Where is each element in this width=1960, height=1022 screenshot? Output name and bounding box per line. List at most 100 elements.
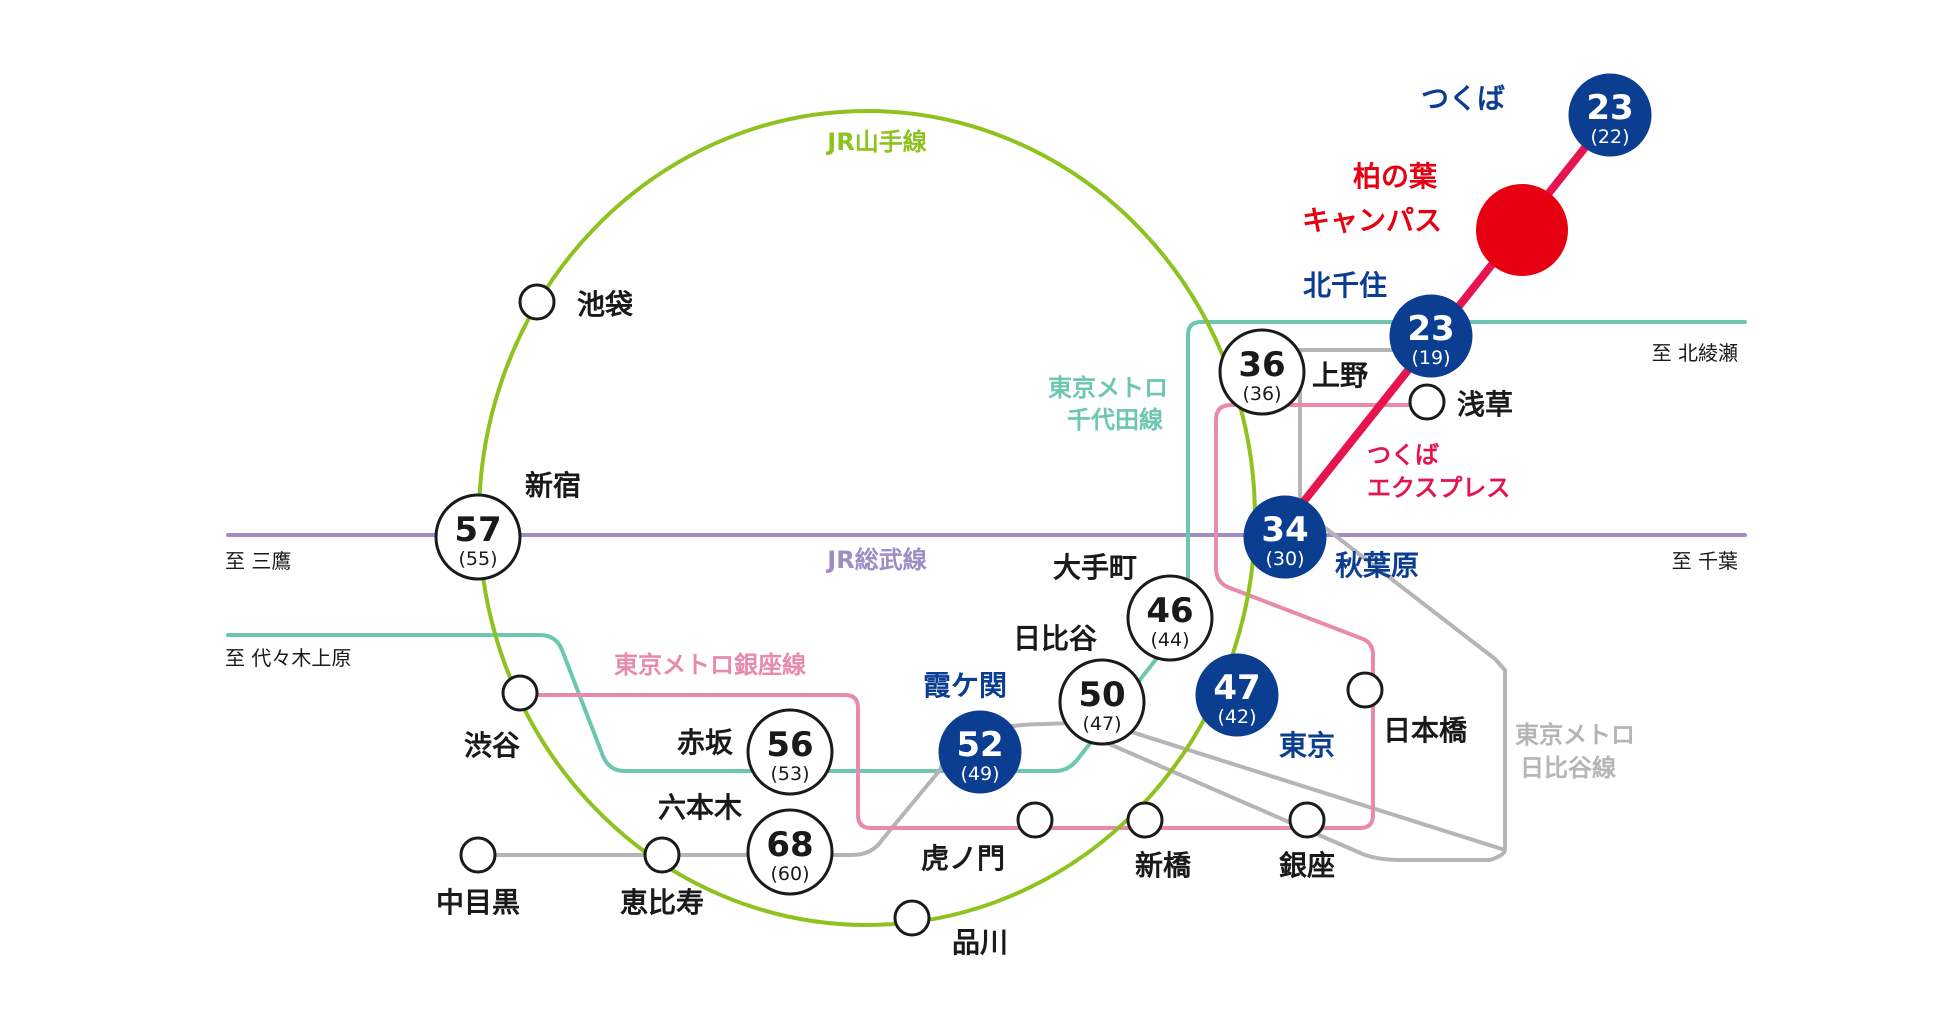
station-minutes-alt: (44) xyxy=(1150,629,1189,651)
station-marker xyxy=(1218,328,1306,416)
station-minutes-alt: (49) xyxy=(960,763,999,785)
tx-line-label-1: つくば xyxy=(1367,441,1439,469)
station-minutes: 68 xyxy=(766,825,813,865)
station-name: 上野 xyxy=(1312,359,1368,392)
station-marker xyxy=(1408,383,1446,421)
station-otemachi: 46(44) 大手町 xyxy=(1053,551,1214,662)
station-minutes: 46 xyxy=(1146,591,1193,631)
station-marker xyxy=(1195,653,1279,737)
station-name: 日本橋 xyxy=(1383,714,1468,747)
station-marker xyxy=(1389,294,1473,378)
tx-line-label-2: エクスプレス xyxy=(1367,474,1510,502)
station-ikebukuro: 池袋 xyxy=(518,283,634,321)
station-tokyo: 47(42) 東京 xyxy=(1195,653,1335,762)
station-marker xyxy=(938,710,1022,794)
station-shinagawa: 品川 xyxy=(893,899,1008,959)
station-marker xyxy=(501,674,539,712)
station-marker xyxy=(1016,801,1054,839)
station-minutes-alt: (22) xyxy=(1590,126,1629,148)
station-ebisu: 恵比寿 xyxy=(620,836,704,919)
station-kasumigaseki: 52(49) 霞ケ関 xyxy=(923,669,1022,794)
campus-name-line2: キャンパス xyxy=(1302,204,1442,237)
station-name: 池袋 xyxy=(577,288,634,321)
station-ueno: 36(36) 上野 xyxy=(1218,328,1368,416)
sobu-line-label: JR総武線 xyxy=(825,546,926,574)
chiyoda-line-label-1: 東京メトロ xyxy=(1048,374,1168,402)
station-name: 赤坂 xyxy=(677,726,733,759)
station-ginza: 銀座 xyxy=(1279,801,1335,882)
station-hibiya: 50(47)日比谷 xyxy=(1013,622,1146,746)
station-shimbashi: 新橋 xyxy=(1126,801,1192,882)
station-marker xyxy=(1568,73,1652,157)
station-nihombashi: 日本橋 xyxy=(1346,671,1468,747)
station-name: 品川 xyxy=(952,926,1008,959)
station-tsukuba: 23(22) つくば xyxy=(1421,73,1652,157)
station-name: 六本木 xyxy=(658,791,742,824)
station-minutes-alt: (47) xyxy=(1082,713,1121,735)
chiyoda-line-route xyxy=(226,320,1747,773)
station-minutes: 57 xyxy=(454,510,501,550)
station-name: 北千住 xyxy=(1303,269,1387,302)
station-shibuya: 渋谷 xyxy=(464,674,539,762)
station-asakusa: 浅草 xyxy=(1408,383,1513,421)
station-shinjuku: 57(55) 新宿 xyxy=(434,469,581,581)
destination-mitaka: 至 三鷹 xyxy=(225,549,291,573)
station-name: 中目黒 xyxy=(436,886,520,919)
station-toranomon: 虎ノ門 xyxy=(921,801,1054,875)
station-akasaka: 56(53) 赤坂 xyxy=(677,708,834,796)
ginza-line-route xyxy=(521,403,1438,830)
station-marker xyxy=(1243,495,1327,579)
station-minutes: 34 xyxy=(1261,510,1308,550)
station-marker xyxy=(746,808,834,896)
station-name: 恵比寿 xyxy=(620,886,704,919)
station-name: 東京 xyxy=(1279,729,1335,762)
station-minutes: 56 xyxy=(766,725,813,765)
station-minutes-alt: (42) xyxy=(1217,706,1256,728)
station-name: 秋葉原 xyxy=(1335,549,1419,582)
station-minutes-alt: (36) xyxy=(1242,383,1281,405)
hibiya-line-label-1: 東京メトロ xyxy=(1515,721,1635,749)
station-kitasenju: 23(19)北千住 xyxy=(1303,269,1473,378)
station-marker xyxy=(746,708,834,796)
station-marker xyxy=(643,836,681,874)
station-marker xyxy=(1126,801,1164,839)
station-marker xyxy=(1058,658,1146,746)
station-marker xyxy=(1288,801,1326,839)
station-minutes-alt: (30) xyxy=(1265,548,1304,570)
station-marker xyxy=(1346,671,1384,709)
station-minutes: 47 xyxy=(1213,668,1260,708)
station-marker xyxy=(893,899,931,937)
hibiya-line-route xyxy=(476,348,1507,862)
station-name: 浅草 xyxy=(1457,388,1513,421)
station-name: 大手町 xyxy=(1053,551,1137,584)
hibiya-line-label-2: 日比谷線 xyxy=(1520,754,1616,782)
station-marker xyxy=(518,283,556,321)
station-name: 虎ノ門 xyxy=(921,842,1005,875)
station-name: 渋谷 xyxy=(464,729,521,762)
station-marker xyxy=(434,493,522,581)
station-nakameguro: 中目黒 xyxy=(436,836,520,919)
destination-chiba: 至 千葉 xyxy=(1672,549,1738,573)
station-name: 新宿 xyxy=(525,469,581,502)
station-roppongi: 68(60) 六本木 xyxy=(658,791,834,896)
station-minutes-alt: (55) xyxy=(458,548,497,570)
station-name: 霞ケ関 xyxy=(923,669,1007,702)
station-akihabara: 34(30) 秋葉原 xyxy=(1243,495,1419,582)
station-marker xyxy=(1126,574,1214,662)
station-marker xyxy=(459,836,497,874)
yamanote-line-label: JR山手線 xyxy=(825,128,926,156)
destination-kitaayase: 至 北綾瀬 xyxy=(1652,341,1738,365)
station-minutes: 23 xyxy=(1586,88,1633,128)
campus-name-line1: 柏の葉 xyxy=(1353,160,1438,193)
station-name: つくば xyxy=(1421,82,1505,115)
ginza-line-label: 東京メトロ銀座線 xyxy=(614,651,806,679)
station-name: 日比谷 xyxy=(1013,622,1098,655)
destination-yoyogiuehara: 至 代々木上原 xyxy=(225,646,351,670)
chiyoda-line-label-2: 千代田線 xyxy=(1067,406,1163,434)
station-name: 銀座 xyxy=(1279,849,1335,882)
station-minutes: 23 xyxy=(1407,309,1454,349)
station-minutes-alt: (53) xyxy=(770,763,809,785)
station-minutes: 36 xyxy=(1238,345,1285,385)
station-minutes: 52 xyxy=(956,725,1003,765)
station-minutes-alt: (60) xyxy=(770,863,809,885)
